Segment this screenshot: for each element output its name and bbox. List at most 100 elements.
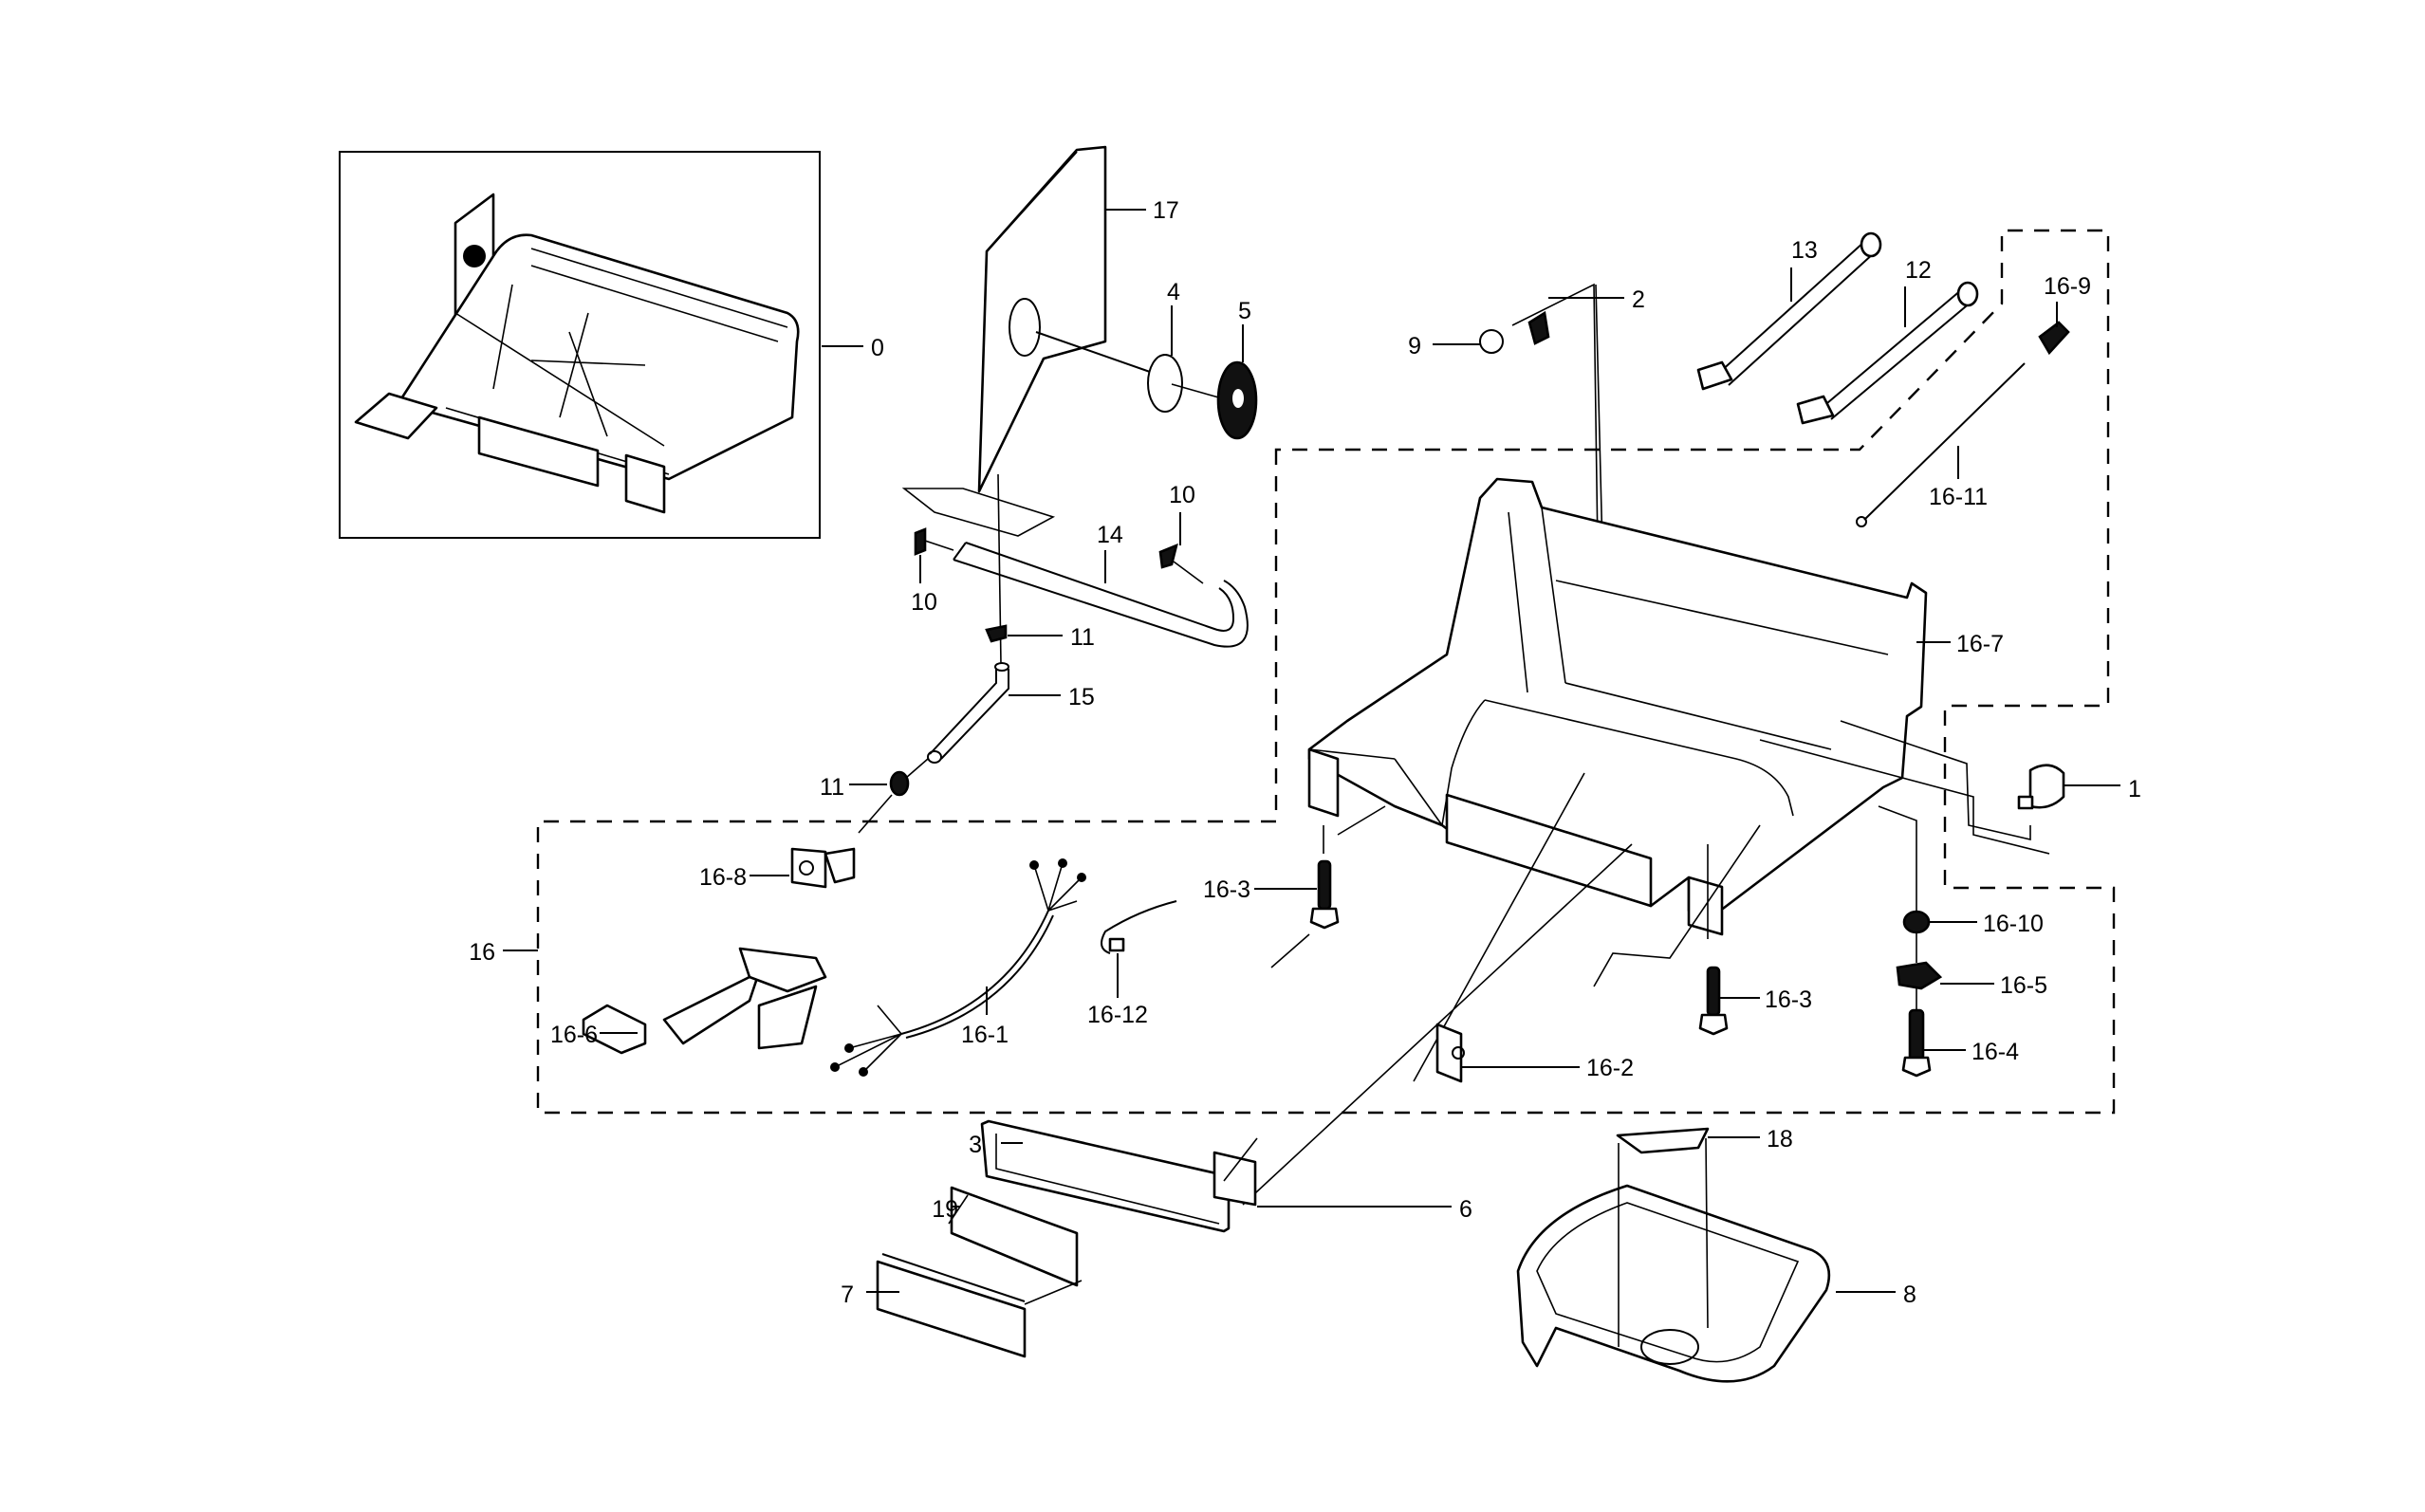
callout-label-11a: 11 [1070,624,1095,651]
part-1-connector [2017,764,2065,810]
part-16-3a-leg [1309,859,1340,930]
part-16-1-connector [859,1067,868,1077]
part-18-sensor [1616,1127,1710,1154]
part-7-top-edge [881,1253,1026,1302]
callout-label-10b: 10 [1169,482,1195,508]
part-15-end-top [994,662,1009,672]
part-16-6-left [582,1004,647,1055]
callout-label-16-10: 16-10 [1983,911,2044,937]
part-16-3a-nut [1309,907,1340,930]
part-8-inner [1536,1202,1800,1363]
part-12-elbow [1796,395,1835,425]
part-17-axis-line [1035,331,1151,373]
part-17-shape [977,145,1107,493]
callout-label-10a: 10 [911,589,937,616]
part-6-box-cover [1212,1151,1257,1207]
part-3-inner [995,1134,1220,1225]
part-16-11-rod [1863,362,2026,521]
callout-label-12: 12 [1905,257,1932,284]
inset-panel-hole [463,245,486,267]
part-3-panel-frame [980,1119,1231,1233]
part-16-1-wire-harness [830,858,1086,1077]
callout-label-0: 0 [871,335,884,361]
callout-label-16-3b: 16-3 [1765,986,1812,1013]
part-17-side-panel [977,145,1151,493]
part-10b-clamp [1158,543,1178,569]
part-16-3b-shaft [1706,966,1721,1017]
part-12-hose [1796,281,1979,425]
group-16-outline [536,229,2116,1115]
inset-leg-block [624,453,666,514]
part-1-leader-line [1840,720,2031,841]
part-11b-clamp [889,770,910,797]
callout-label-11b: 11 [820,774,844,801]
inset-assembly-0 [339,151,821,539]
callout-label-16-4: 16-4 [1971,1039,2019,1065]
part-16-6-top [738,947,827,993]
callout-label-19: 19 [932,1196,958,1223]
callout-label-16-11: 16-11 [1929,484,1988,510]
callout-label-16-3a: 16-3 [1203,876,1250,903]
part-14-outer [965,542,1235,632]
callout-label-16-1: 16-1 [961,1022,1009,1048]
callout-label-17: 17 [1153,197,1179,224]
part-13-end [1860,231,1882,258]
callout-label-18: 18 [1767,1126,1793,1152]
callout-label-16-8: 16-8 [699,864,747,891]
part-16-3a-shaft [1317,859,1332,911]
callout-label-6: 6 [1459,1196,1472,1223]
part-16-4-shaft [1908,1008,1925,1061]
inset-bracket [354,392,438,440]
part-17-hole [1009,298,1041,357]
part-16-6-right [757,985,818,1050]
part-8-center-disk [1640,1329,1699,1365]
part-7-control-panel-cover [876,1260,1027,1358]
callout-label-14: 14 [1097,522,1123,548]
main-base-frame [1307,477,1928,936]
part-16-12-plug [1108,937,1125,952]
part-16-8-body [790,847,827,889]
part-14-end [953,542,967,561]
part-13-body [1718,240,1876,386]
part-15-body [929,669,1009,760]
part-16-1-connector [1077,873,1086,882]
part-16-6-bracket-plate [582,947,827,1055]
callout-label-7: 7 [841,1282,854,1308]
part-16-11-end [1856,516,1867,527]
callout-label-16-12: 16-12 [1087,1002,1148,1028]
part-19-pcb [950,1186,1079,1287]
callout-label-16-7: 16-7 [1956,631,2004,657]
callout-label-16-9: 16-9 [2044,273,2091,300]
part-16-5-leg-holder [1896,961,1943,990]
frame-front-panel [1445,793,1653,908]
part-16-12-wire [1101,900,1177,954]
part-16-2-bracket [1435,1023,1463,1083]
lower-leader-lines [948,1137,1258,1305]
callout-leaders [503,209,2120,1293]
part-16-12-sub-harness [1101,900,1177,954]
part-17-edge [986,151,1078,252]
part-16-1-connector [1029,860,1039,870]
part-16-9-gear [2038,321,2070,356]
part-5-cap-center [1232,389,1244,408]
part-16-4-nut [1901,1056,1932,1078]
callout-label-15: 15 [1068,684,1095,710]
part-8-outline [1516,1184,1831,1383]
callout-label-1: 1 [2128,776,2141,802]
part-17-base-plate [901,488,1056,537]
part-8-sump-frame [1516,1184,1831,1383]
callout-label-16: 16 [469,939,495,966]
part-16-1-connector [830,1062,840,1072]
part-16-1-branches [834,862,1083,1073]
callout-label-16-5: 16-5 [2000,972,2047,999]
frame-detail [1308,507,1889,826]
callout-label-3: 3 [969,1132,982,1158]
part-4-o-ring [1147,354,1183,413]
part-16-8-valve [790,847,856,889]
part-16-6-mid [662,970,761,1045]
part-11a-clamp [985,624,1008,643]
part-16-3b-nut [1698,1013,1729,1036]
callout-label-8: 8 [1903,1282,1916,1308]
